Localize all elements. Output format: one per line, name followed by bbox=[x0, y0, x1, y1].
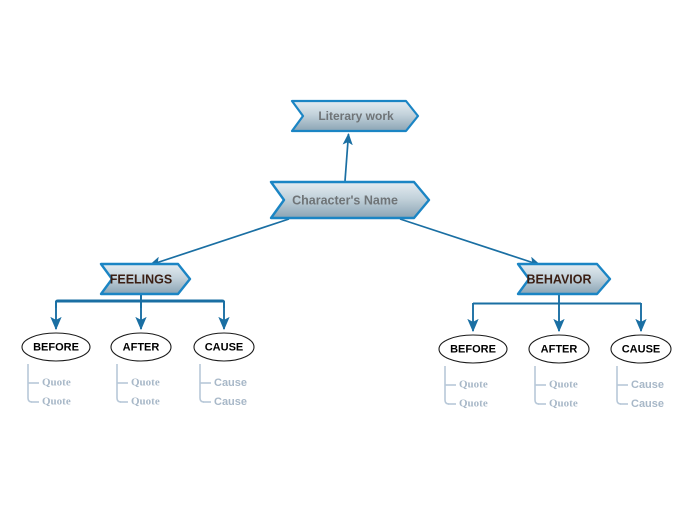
leaf-layer: QuoteQuoteQuoteQuoteCauseCauseQuoteQuote… bbox=[27, 364, 664, 410]
node-feelings-before[interactable]: BEFORE bbox=[21, 332, 91, 362]
oval-label: BEFORE bbox=[450, 343, 496, 355]
oval-shape bbox=[110, 332, 172, 362]
leaf-label[interactable]: Quote bbox=[42, 377, 71, 389]
oval-label: AFTER bbox=[123, 341, 160, 353]
literary-work-label: Literary work bbox=[318, 109, 394, 123]
oval-layer: BEFORE AFTER CAUSE BEFORE AFTER CAUSE bbox=[21, 332, 672, 364]
oval-shape bbox=[528, 334, 590, 364]
leaf-label[interactable]: Quote bbox=[42, 396, 71, 408]
node-feelings[interactable]: FEELINGS bbox=[99, 262, 192, 296]
feelings-label: FEELINGS bbox=[110, 272, 173, 286]
node-behavior-before[interactable]: BEFORE bbox=[438, 334, 508, 364]
node-character-name[interactable]: Character's Name bbox=[269, 180, 431, 220]
connector-group bbox=[50, 132, 647, 333]
node-feelings-after[interactable]: AFTER bbox=[110, 332, 172, 362]
node-behavior[interactable]: BEHAVIOR bbox=[516, 262, 612, 296]
oval-label: CAUSE bbox=[205, 341, 244, 353]
oval-label: CAUSE bbox=[622, 343, 661, 355]
feelings-hex-shape bbox=[99, 262, 192, 296]
leaf-label[interactable]: Cause bbox=[631, 379, 664, 391]
leaf-label[interactable]: Quote bbox=[459, 379, 488, 391]
character-name-hex-shape bbox=[269, 180, 431, 220]
leaf-label[interactable]: Quote bbox=[549, 379, 578, 391]
literary-work-hex-shape bbox=[290, 99, 420, 133]
node-behavior-cause[interactable]: CAUSE bbox=[610, 334, 672, 364]
oval-shape bbox=[438, 334, 508, 364]
character-name-label: Character's Name bbox=[292, 193, 398, 207]
node-feelings-cause[interactable]: CAUSE bbox=[193, 332, 255, 362]
leaf-label[interactable]: Cause bbox=[631, 398, 664, 410]
leaf-label[interactable]: Quote bbox=[459, 398, 488, 410]
connector-character-to-literary bbox=[342, 132, 353, 182]
leaf-label[interactable]: Quote bbox=[131, 396, 160, 408]
leaf-label[interactable]: Quote bbox=[131, 377, 160, 389]
oval-label: BEFORE bbox=[33, 341, 79, 353]
node-literary-work[interactable]: Literary work bbox=[290, 99, 420, 133]
behavior-hex-shape bbox=[516, 262, 612, 296]
node-behavior-after[interactable]: AFTER bbox=[528, 334, 590, 364]
leaf-label[interactable]: Cause bbox=[214, 377, 247, 389]
connector-character-to-feelings bbox=[149, 218, 290, 267]
leaf-label[interactable]: Quote bbox=[549, 398, 578, 410]
behavior-label: BEHAVIOR bbox=[526, 272, 591, 286]
oval-shape bbox=[193, 332, 255, 362]
connector-character-to-behavior bbox=[399, 218, 541, 267]
oval-shape bbox=[21, 332, 91, 362]
oval-label: AFTER bbox=[541, 343, 578, 355]
oval-shape bbox=[610, 334, 672, 364]
leaf-label[interactable]: Cause bbox=[214, 396, 247, 408]
